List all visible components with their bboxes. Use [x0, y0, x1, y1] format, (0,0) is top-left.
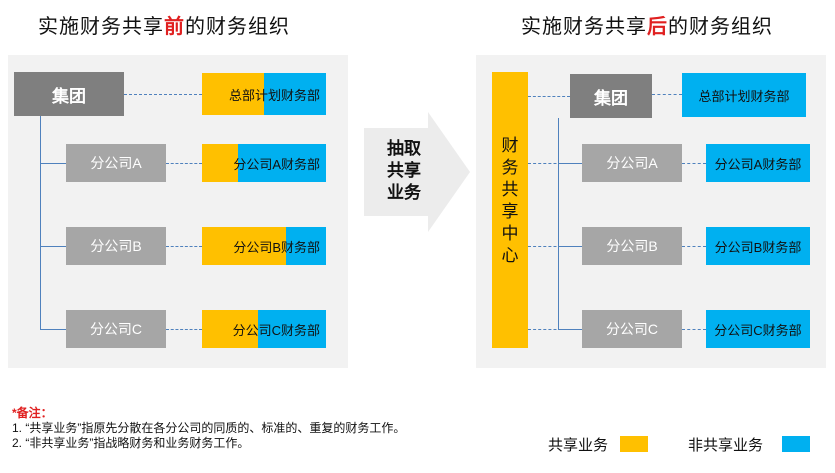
center-char-6: 心 — [501, 246, 519, 265]
after-sub-a-dept-box: 分公司A财务部 — [706, 144, 810, 182]
center-char-1: 财 — [501, 136, 519, 155]
after-dash-center-b — [528, 246, 582, 247]
before-dash-a — [166, 163, 202, 164]
before-sub-b-shared-part — [202, 227, 286, 265]
after-branch-c — [558, 329, 582, 330]
before-sub-b-dept-box: 分公司B财务部 — [202, 227, 326, 265]
before-sub-a-shared-part — [202, 144, 238, 182]
after-sub-b-dept-box: 分公司B财务部 — [706, 227, 810, 265]
notes-item-2: 2. “非共享业务”指战略财务和业务财务工作。 — [12, 436, 250, 450]
after-dash-group-hq — [652, 94, 682, 95]
before-sub-c-box: 分公司C — [66, 310, 166, 348]
center-char-3: 共 — [501, 180, 519, 199]
before-dash-c — [166, 329, 202, 330]
after-sub-c-box: 分公司C — [582, 310, 682, 348]
before-hq-dept-label: 总部计划财务部 — [228, 87, 320, 103]
before-sub-c-label: 分公司C — [89, 321, 143, 337]
before-sub-b-box: 分公司B — [66, 227, 166, 265]
after-sub-b-dept-label: 分公司B财务部 — [714, 239, 802, 255]
after-hq-dept-box: 总部计划财务部 — [682, 73, 806, 117]
before-sub-b-dept-label: 分公司B财务部 — [233, 239, 320, 255]
legend-nonshared-swatch — [782, 436, 810, 452]
before-branch-c — [40, 329, 66, 330]
after-sub-c-dept-box: 分公司C财务部 — [706, 310, 810, 348]
legend-shared-label: 共享业务 — [548, 437, 609, 454]
after-branch-b — [558, 246, 582, 247]
after-sub-c-dept-label: 分公司C财务部 — [714, 322, 802, 338]
before-hq-dept-box: 总部计划财务部 — [202, 73, 326, 115]
after-sub-a-label: 分公司A — [606, 155, 658, 171]
before-sub-c-dept-label: 分公司C财务部 — [232, 322, 320, 338]
arrow-text-line2: 共享 — [387, 161, 421, 180]
notes-block: *备注： 1. “共享业务”指原先分散在各分公司的同质的、标准的、重复的财务工作… — [12, 406, 405, 451]
before-sub-c-nonshared-part — [258, 310, 326, 348]
after-sub-b-label: 分公司B — [606, 238, 658, 254]
title-before-suffix: 的财务组织 — [185, 16, 290, 38]
after-branch-a — [558, 163, 582, 164]
before-panel: 集团 总部计划财务部 分公司A 分公司A财务部 分公司B 分公司B财务部 分公司… — [8, 55, 348, 368]
before-trunk-line — [40, 116, 41, 330]
arrow-text: 抽取 共享 业务 — [364, 138, 444, 204]
after-dash-center-c — [528, 329, 582, 330]
shared-service-center-label: 财 务 共 享 中 心 — [492, 135, 528, 267]
notes-heading: *备注： — [12, 406, 53, 420]
after-dash-b — [682, 246, 706, 247]
arrow-text-line3: 业务 — [387, 183, 421, 202]
legend-shared-swatch — [620, 436, 648, 452]
center-char-4: 享 — [501, 202, 519, 221]
after-trunk-line — [558, 118, 559, 329]
after-dash-c — [682, 329, 706, 330]
notes-item-1: 1. “共享业务”指原先分散在各分公司的同质的、标准的、重复的财务工作。 — [12, 421, 406, 435]
after-sub-b-box: 分公司B — [582, 227, 682, 265]
arrow-shape — [364, 112, 470, 232]
before-dash-group — [124, 94, 202, 95]
after-sub-c-label: 分公司C — [605, 321, 659, 337]
before-group-box: 集团 — [14, 72, 124, 116]
after-group-box: 集团 — [570, 74, 652, 118]
center-char-5: 中 — [501, 224, 519, 243]
before-sub-c-shared-part — [202, 310, 258, 348]
before-sub-a-dept-box: 分公司A财务部 — [202, 144, 326, 182]
title-before-accent: 前 — [164, 16, 185, 38]
before-branch-a — [40, 163, 66, 164]
title-after-prefix: 实施财务共享 — [521, 16, 647, 38]
before-sub-a-box: 分公司A — [66, 144, 166, 182]
before-hq-nonshared-part — [264, 73, 326, 115]
arrow-text-line1: 抽取 — [387, 139, 421, 158]
title-before: 实施财务共享前的财务组织 — [38, 10, 290, 39]
title-before-prefix: 实施财务共享 — [38, 16, 164, 38]
legend-nonshared-label: 非共享业务 — [688, 437, 764, 454]
before-sub-a-nonshared-part — [238, 144, 326, 182]
after-hq-dept-label: 总部计划财务部 — [698, 88, 790, 104]
title-after-accent: 后 — [647, 16, 668, 38]
title-after-suffix: 的财务组织 — [668, 16, 773, 38]
before-hq-shared-part — [202, 73, 264, 115]
before-group-label: 集团 — [52, 86, 86, 106]
before-sub-b-label: 分公司B — [90, 238, 142, 254]
after-sub-a-dept-label: 分公司A财务部 — [714, 156, 802, 172]
before-sub-b-nonshared-part — [286, 227, 326, 265]
after-panel: 财 务 共 享 中 心 集团 总部计划财务部 分公司A 分公司A财务部 分公司B… — [476, 55, 826, 368]
before-branch-b — [40, 246, 66, 247]
title-after: 实施财务共享后的财务组织 — [521, 10, 773, 39]
after-group-label: 集团 — [594, 88, 628, 108]
after-dash-center-a — [528, 163, 582, 164]
shared-service-center-box — [492, 72, 528, 348]
center-char-2: 务 — [501, 158, 519, 177]
before-sub-a-dept-label: 分公司A财务部 — [233, 156, 320, 172]
after-dash-center-group — [528, 96, 570, 97]
after-dash-a — [682, 163, 706, 164]
before-dash-b — [166, 246, 202, 247]
before-sub-a-label: 分公司A — [90, 155, 142, 171]
after-sub-a-box: 分公司A — [582, 144, 682, 182]
before-sub-c-dept-box: 分公司C财务部 — [202, 310, 326, 348]
